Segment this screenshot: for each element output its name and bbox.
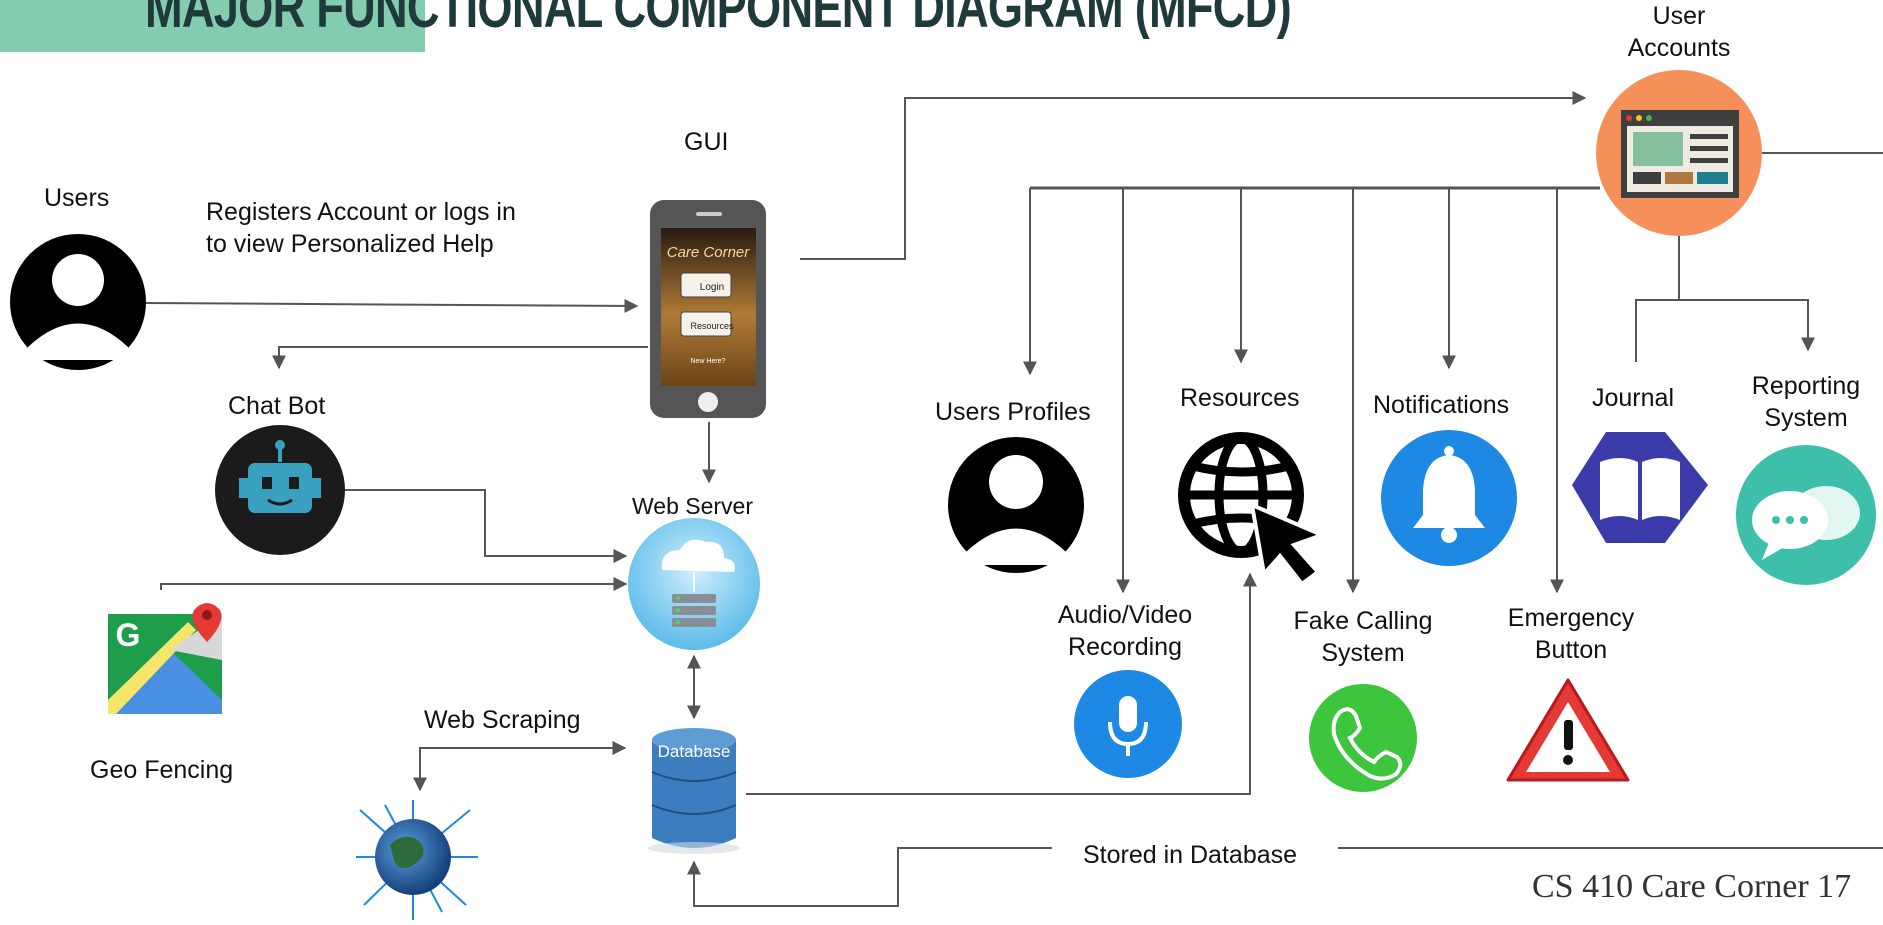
users-to-gui-arrow <box>144 298 639 313</box>
journal-label: Journal <box>1592 384 1674 412</box>
gui-label: GUI <box>684 128 729 156</box>
chatbot-label: Chat Bot <box>228 392 326 420</box>
connectors <box>144 91 1883 907</box>
fakecalling-label: Fake Calling System <box>1293 607 1433 667</box>
registers-label: Registers Account or logs in to view Per… <box>206 198 516 258</box>
microphone-icon <box>1074 670 1182 778</box>
notifications-label: Notifications <box>1373 391 1510 419</box>
users-label: Users <box>44 184 110 212</box>
robot-icon <box>215 425 345 555</box>
phone-login-label: Login <box>700 282 724 293</box>
audiovideo-label: Audio/Video Recording <box>1057 601 1193 661</box>
phone-new-here-label: New Here? <box>690 358 725 365</box>
database-to-resources-arrow <box>746 572 1257 795</box>
warning-icon <box>1506 678 1630 782</box>
globe-cursor-icon <box>1178 432 1328 587</box>
database-icon <box>648 728 740 854</box>
book-icon <box>1572 432 1708 543</box>
gui-to-user-accounts-arrow <box>800 91 1587 260</box>
geofencing-label: Geo Fencing <box>90 756 234 784</box>
gui-to-chatbot-arrow <box>272 346 648 370</box>
browser-window-icon <box>1596 70 1762 236</box>
chatbot-to-webserver-arrow <box>345 489 628 563</box>
phone-call-icon <box>1309 684 1417 792</box>
webserver-label: Web Server <box>632 493 754 519</box>
user-icon <box>10 234 146 370</box>
bell-icon <box>1381 430 1517 566</box>
to-journal-reporting <box>1635 232 1808 362</box>
database-label: Database <box>658 742 731 761</box>
useraccounts-label: User Accounts <box>1627 2 1731 62</box>
stored-in-database-arrow-left <box>687 847 1052 907</box>
globe-network-icon <box>356 800 478 920</box>
user-profile-icon <box>948 437 1084 573</box>
userprofiles-label: Users Profiles <box>935 398 1091 426</box>
resources-label: Resources <box>1180 384 1300 412</box>
emergency-label: Emergency Button <box>1507 604 1635 664</box>
webscraping-label: Web Scraping <box>424 706 581 734</box>
stored-label: Stored in Database <box>1083 841 1298 869</box>
webscraping-arrow-1 <box>413 741 627 792</box>
chat-bubbles-icon <box>1736 445 1876 585</box>
geofencing-to-webserver-arrow <box>160 577 628 591</box>
phone-resources-label: Resources <box>690 321 734 331</box>
title-bar <box>0 0 425 52</box>
diagram-title: MAJOR FUNCTIONAL COMPONENT DIAGRAM (MFCD… <box>145 0 1292 40</box>
map-pin-icon: G <box>108 603 222 714</box>
phone-app-name: Care Corner <box>667 244 751 261</box>
footer-text: CS 410 Care Corner 17 <box>1532 868 1852 905</box>
cloud-server-icon <box>628 518 760 650</box>
reporting-label: Reporting System <box>1751 372 1861 432</box>
svg-text:G: G <box>116 617 141 653</box>
phone-icon: Care Corner Login Resources New Here? <box>650 200 766 418</box>
